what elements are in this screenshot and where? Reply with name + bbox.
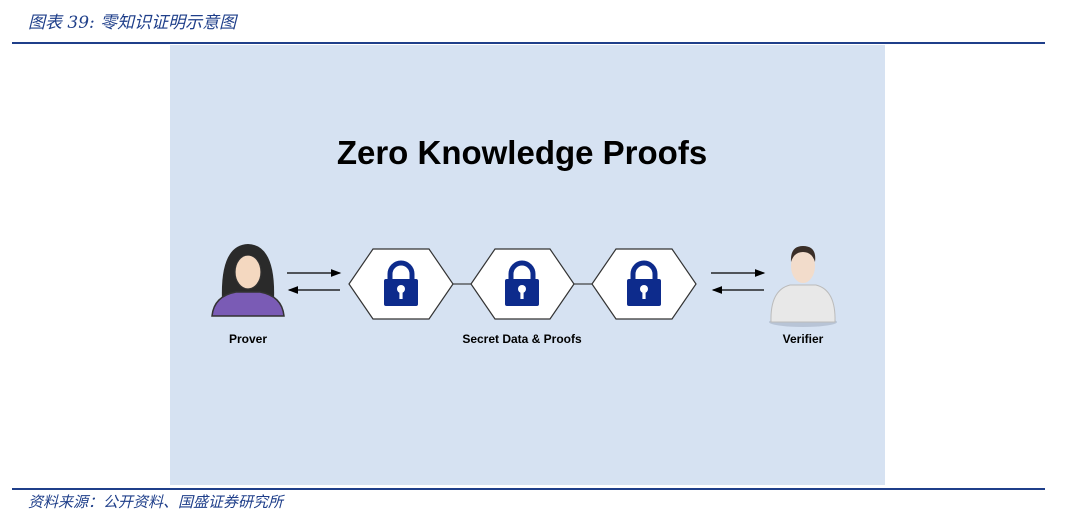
hexagon-lock-3 [591, 248, 697, 320]
hexagon-lock-2 [470, 248, 575, 320]
hexagon-lock-1 [348, 248, 454, 320]
verifier-label: Verifier [783, 332, 824, 346]
figure-caption: 图表 39: 零知识证明示意图 [28, 13, 237, 33]
bottom-divider [12, 488, 1045, 490]
verifier-avatar-icon [769, 246, 837, 327]
diagram-title: Zero Knowledge Proofs [337, 134, 707, 171]
prover-label: Prover [229, 332, 267, 346]
secret-data-label: Secret Data & Proofs [462, 332, 582, 346]
prover-avatar-icon [211, 244, 285, 317]
source-note: 资料来源：公开资料、国盛证券研究所 [28, 493, 284, 511]
top-divider [12, 42, 1045, 44]
